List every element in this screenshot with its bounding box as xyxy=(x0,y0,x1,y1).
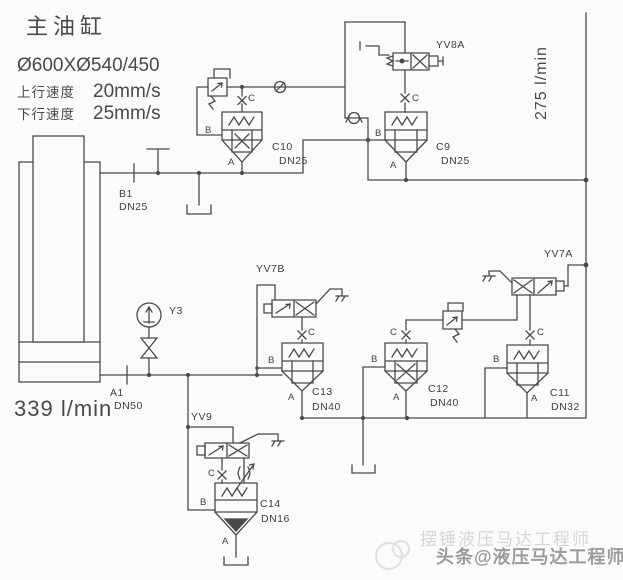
pilot-relief-valve-lower xyxy=(442,302,464,343)
port-letter-b-c13: B xyxy=(268,355,275,366)
port-a1: A1 xyxy=(110,387,124,399)
pressure-gauge-y3-symbol xyxy=(136,302,162,376)
junction-dots xyxy=(146,84,589,430)
down-speed-label: 下行速度 xyxy=(17,107,75,122)
tag-c10: C10 xyxy=(272,141,293,153)
port-letter-a-c9: A xyxy=(390,160,397,171)
tag-c12: C12 xyxy=(428,383,449,395)
port-letter-a-c10: A xyxy=(228,157,235,168)
up-speed-value: 20mm/s xyxy=(93,81,161,102)
port-letter-b-c14: B xyxy=(200,497,207,508)
solenoid-valve-yv7a-symbol xyxy=(482,270,569,346)
flow-rate-left: 339 l/min xyxy=(14,396,113,421)
tag-c9: C9 xyxy=(436,141,451,153)
tag-yv7a: YV7A xyxy=(544,248,573,260)
up-speed-label: 上行速度 xyxy=(17,85,75,100)
tag-y3: Y3 xyxy=(169,305,183,317)
port-b1-dn: DN25 xyxy=(119,201,148,213)
tag-c12-dn: DN40 xyxy=(430,397,459,409)
port-letter-a-c13: A xyxy=(288,392,295,403)
port-letter-b-c10: B xyxy=(205,125,212,136)
port-b1: B1 xyxy=(119,188,133,200)
port-letter-b-c12: B xyxy=(371,354,378,365)
port-letter-a-c12: A xyxy=(393,392,400,403)
tag-c14-dn: DN16 xyxy=(261,513,290,525)
tag-c13-dn: DN40 xyxy=(312,401,341,413)
pilot-relief-valve-upper xyxy=(207,68,231,110)
port-letter-b-c9: B xyxy=(375,128,382,139)
cartridge-valve-c13-symbol xyxy=(281,342,324,419)
cartridge-valve-c14-symbol xyxy=(214,482,258,566)
tag-yv7b: YV7B xyxy=(256,263,285,275)
watermark-main: 头条@液压马达工程师 xyxy=(436,547,623,567)
tag-c14: C14 xyxy=(260,498,281,510)
flow-rate-right: 275 l/min xyxy=(533,46,550,120)
tag-c13: C13 xyxy=(312,386,333,398)
port-letter-c-c10: C xyxy=(248,93,255,104)
port-letter-a-c11: A xyxy=(531,393,538,404)
main-cylinder-symbol xyxy=(18,135,101,383)
solenoid-valve-yv9-symbol xyxy=(196,433,285,492)
port-letter-a-c14: A xyxy=(222,536,229,547)
tag-yv8a: YV8A xyxy=(436,39,465,51)
solenoid-valve-yv7b-symbol xyxy=(263,288,349,344)
tag-yv9: YV9 xyxy=(191,411,213,423)
cylinder-spec: Ø600XØ540/450 xyxy=(17,55,160,76)
pipe-lines xyxy=(99,12,587,511)
port-letter-c-c14: C xyxy=(208,468,215,479)
diagram-title: 主油缸 xyxy=(26,14,108,39)
cartridge-valve-c9-symbol xyxy=(384,111,428,181)
port-letter-c-c13: C xyxy=(308,327,315,338)
watermark-logo-icon xyxy=(375,540,410,570)
port-a1-dn: DN50 xyxy=(114,400,143,412)
tag-c10-dn: DN25 xyxy=(279,155,308,167)
check-valve-symbols xyxy=(273,80,363,125)
tag-c9-dn: DN25 xyxy=(441,155,470,167)
port-letter-c-c12: C xyxy=(390,327,397,338)
down-speed-value: 25mm/s xyxy=(93,103,161,124)
cartridge-valve-c12-symbol xyxy=(384,319,428,419)
port-letter-c-c9: C xyxy=(412,93,419,104)
cartridge-valve-c10-symbol xyxy=(221,86,263,174)
port-letter-c-c11: C xyxy=(537,327,544,338)
tag-c11-dn: DN32 xyxy=(551,401,580,413)
cartridge-valve-c11-symbol xyxy=(506,344,549,419)
tag-c11: C11 xyxy=(550,387,570,399)
port-letter-b-c11: B xyxy=(493,354,500,365)
watermark-faint: 摆锤液压马达工程师 xyxy=(420,530,591,549)
solenoid-valve-yv8a-symbol xyxy=(344,21,444,113)
